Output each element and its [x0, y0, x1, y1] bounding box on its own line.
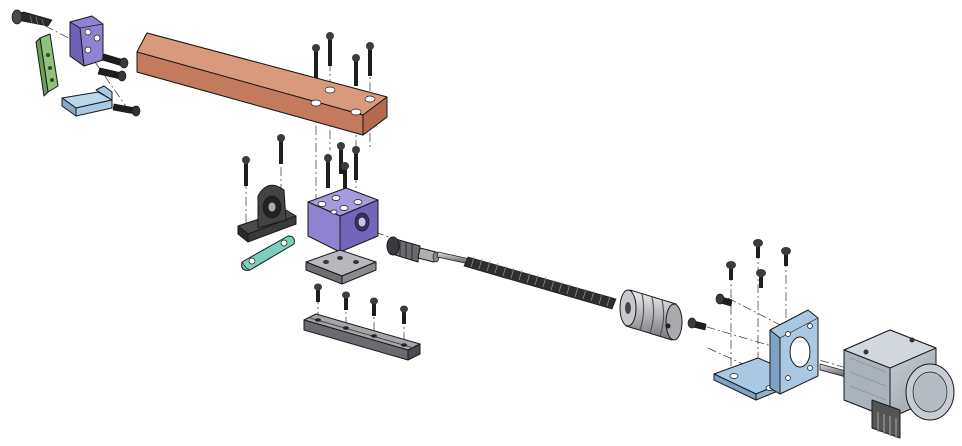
- screw-icon: [97, 53, 129, 82]
- screw-icon: [242, 134, 285, 186]
- l-bracket-icon: [61, 85, 141, 117]
- screw-icon: [726, 239, 791, 288]
- mount-plate-icon: [69, 15, 104, 67]
- screw-icon: [312, 32, 374, 86]
- nut-block-icon: [307, 187, 379, 253]
- motor-bracket-icon: [713, 309, 819, 401]
- clamp-plate-icon: [35, 33, 59, 97]
- linear-rail-icon: [303, 313, 421, 361]
- screw-icon: [314, 283, 408, 324]
- carriage-icon: [305, 249, 377, 285]
- screw-icon: [11, 9, 53, 27]
- lead-screw-icon: [436, 251, 617, 310]
- stepper-motor-icon: [819, 329, 955, 439]
- link-bar-icon: [241, 235, 295, 271]
- top-bar-icon: [136, 32, 388, 136]
- pillow-block-icon: [237, 184, 297, 243]
- nut-coupler-icon: [386, 236, 440, 263]
- shaft-coupling-icon: [619, 289, 683, 341]
- screw-icon: [324, 142, 360, 196]
- screw-icon: [687, 293, 733, 331]
